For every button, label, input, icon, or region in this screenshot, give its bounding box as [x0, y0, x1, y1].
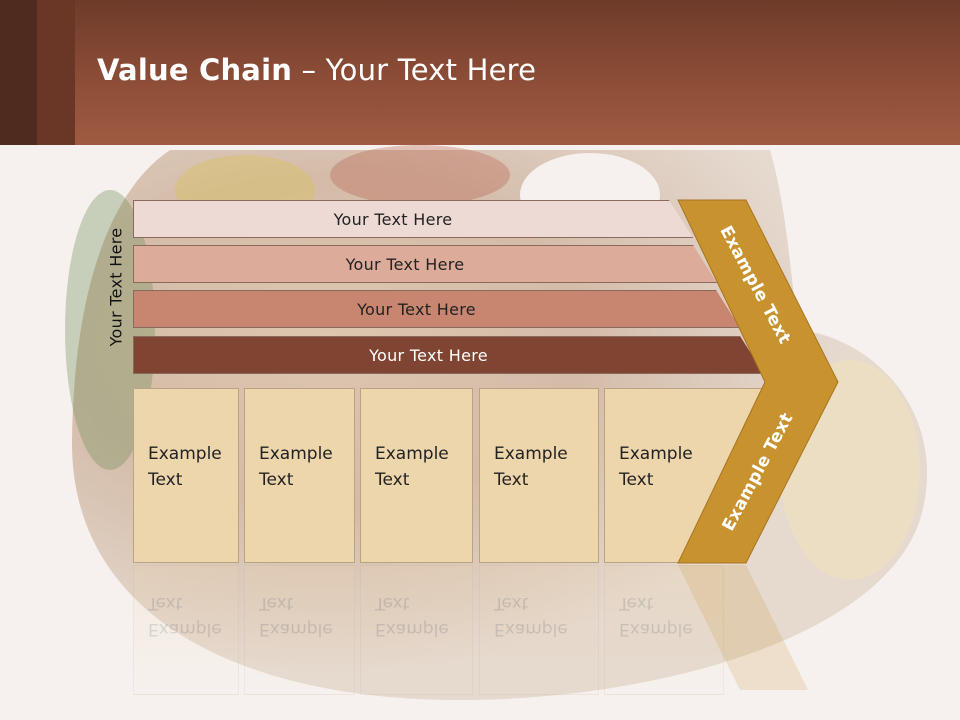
reflection-1: Example Text [133, 565, 239, 695]
primary-activity-4: Example Text [479, 388, 599, 563]
reflection-5: Example Text [604, 565, 724, 695]
header-accent-band [37, 0, 75, 145]
primary-activity-3: Example Text [360, 388, 473, 563]
support-bar-2: Your Text Here [133, 245, 717, 283]
primary-activity-1: Example Text [133, 388, 239, 563]
support-bar-1: Your Text Here [133, 200, 693, 238]
reflection-label: Example Text [259, 593, 333, 639]
reflection-label: Example Text [494, 593, 568, 639]
palette-blob-cream [780, 360, 920, 580]
reflection-label: Example Text [375, 593, 449, 639]
support-bar-3: Your Text Here [133, 290, 740, 328]
support-bar-label: Your Text Here [333, 209, 453, 229]
support-bar-label: Your Text Here [357, 299, 476, 319]
palette-blob-green [65, 190, 155, 470]
activity-label: Example Text [148, 444, 222, 490]
reflection-3: Example Text [360, 565, 473, 695]
activity-label: Example Text [619, 444, 693, 490]
reflection-2: Example Text [244, 565, 355, 695]
activity-label: Example Text [494, 444, 568, 490]
support-bar-4: Your Text Here [133, 336, 764, 374]
title-rest: – Your Text Here [292, 53, 537, 87]
reflection-label: Example Text [619, 593, 693, 639]
activity-label: Example Text [259, 444, 333, 490]
activity-label: Example Text [375, 444, 449, 490]
support-bar-label: Your Text Here [369, 345, 488, 365]
slide-title: Value Chain – Your Text Here [97, 53, 536, 87]
title-bold: Value Chain [97, 53, 293, 87]
reflection-label: Example Text [148, 593, 222, 639]
header-accent-band [0, 0, 37, 145]
side-label: Your Text Here [106, 227, 126, 347]
slide-header: Value Chain – Your Text Here [0, 0, 960, 145]
reflection-4: Example Text [479, 565, 599, 695]
palette-blob-red [330, 145, 510, 205]
primary-activity-2: Example Text [244, 388, 355, 563]
support-bar-label: Your Text Here [345, 254, 465, 274]
